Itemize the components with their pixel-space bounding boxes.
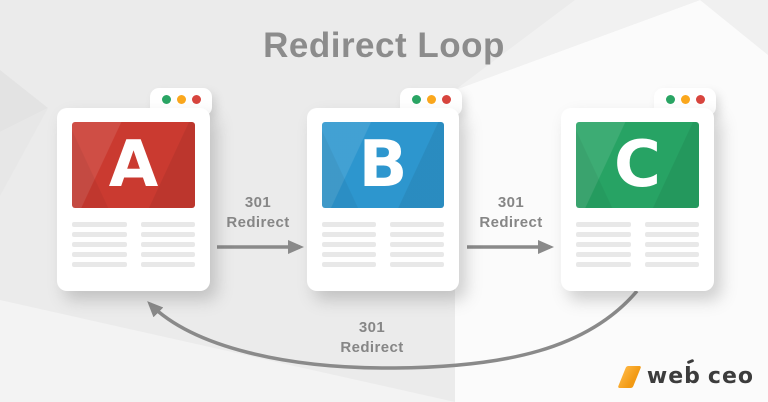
browser-window-b: B	[307, 108, 459, 291]
browser-window-a: A	[57, 108, 210, 291]
logo-word-ceo: ceo	[707, 364, 754, 389]
traffic-light-red-icon	[191, 95, 201, 104]
traffic-light-yellow-icon	[680, 95, 690, 104]
window-b-letter: B	[358, 128, 408, 202]
label-redirect-b-c: 301 Redirect	[451, 193, 571, 234]
traffic-light-green-icon	[411, 95, 421, 104]
label-redirect-c-a-word: Redirect	[340, 339, 404, 357]
traffic-light-green-icon	[665, 95, 675, 104]
traffic-light-yellow-icon	[426, 95, 436, 104]
label-redirect-b-c-code: 301	[497, 194, 525, 211]
window-c-text-placeholder	[576, 222, 699, 272]
label-redirect-a-b-code: 301	[244, 194, 272, 211]
logo-word-web: web	[646, 364, 701, 389]
window-a-hero-panel: A	[72, 122, 195, 208]
label-redirect-a-b: 301 Redirect	[198, 193, 318, 234]
label-redirect-c-a: 301 Redirect	[312, 318, 432, 359]
traffic-light-green-icon	[161, 95, 171, 104]
page-title: Redirect Loop	[263, 26, 505, 65]
traffic-light-yellow-icon	[176, 95, 186, 104]
window-a-text-placeholder	[72, 222, 195, 272]
browser-window-c: C	[561, 108, 714, 291]
traffic-light-red-icon	[441, 95, 451, 104]
label-redirect-a-b-word: Redirect	[226, 214, 290, 232]
window-b-hero-panel: B	[322, 122, 444, 208]
label-redirect-c-a-code: 301	[358, 319, 386, 336]
window-c-letter: C	[614, 128, 661, 202]
webceo-slash-icon	[617, 366, 642, 388]
window-b-text-placeholder	[322, 222, 444, 272]
label-redirect-b-c-word: Redirect	[479, 214, 543, 232]
window-c-hero-panel: C	[576, 122, 699, 208]
traffic-light-red-icon	[695, 95, 705, 104]
window-a-letter: A	[108, 128, 159, 202]
